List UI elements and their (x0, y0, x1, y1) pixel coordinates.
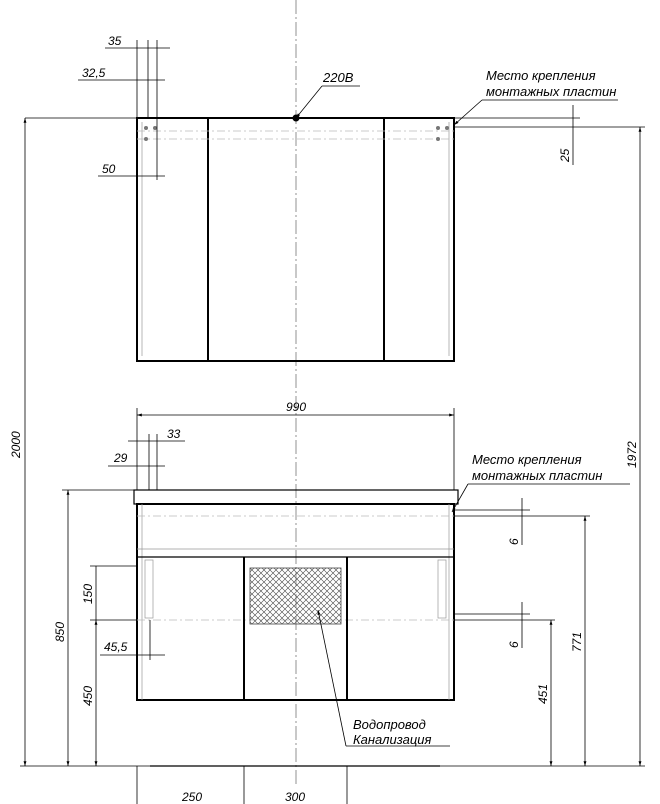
dim-150-label: 150 (81, 584, 95, 604)
mount-point-icon (445, 126, 449, 130)
dim-850-label: 850 (53, 622, 67, 642)
dim-451-label: 451 (536, 684, 550, 704)
dim-2000-label: 2000 (9, 431, 23, 459)
dim-1972-label: 1972 (625, 441, 639, 468)
mount-point-icon (153, 126, 157, 130)
upper-cabinet (136, 114, 455, 362)
mount-point-icon (436, 126, 440, 130)
upper-cabinet-body (136, 117, 455, 362)
mount-point-icon (144, 137, 148, 141)
dim-6-top-label: 6 (507, 538, 521, 545)
upper-mount-note-line1: Место крепления (486, 68, 596, 83)
dim-771-label: 771 (570, 632, 584, 652)
dim-29-label: 29 (113, 451, 128, 465)
utilities-label-line1: Водопровод (353, 717, 426, 732)
utilities-label-line2: Канализация (353, 732, 431, 747)
dim-450-label: 450 (81, 686, 95, 706)
bottom-dim-left-label: 250 (181, 790, 202, 804)
lower-cabinet (133, 489, 459, 701)
dim-25-label: 25 (558, 148, 572, 163)
dim-32-5-label: 32,5 (82, 66, 106, 80)
upper-mount-callout: Место крепления монтажных пластин (453, 68, 618, 126)
dim-1972: 1972 (625, 127, 642, 766)
lower-mount-callout: Место крепления монтажных пластин (451, 452, 630, 513)
dim-6-bottom-label: 6 (507, 641, 521, 648)
upper-left-dims: 35 32,5 50 (78, 34, 170, 180)
lower-right-dims: 6 6 771 451 (454, 498, 590, 766)
lower-left-vertical-dims: 850 450 150 45,5 (53, 489, 165, 766)
power-label: 220В (322, 70, 354, 85)
dim-45-5-label: 45,5 (104, 640, 128, 654)
mount-point-icon (144, 126, 148, 130)
mount-point-icon (436, 137, 440, 141)
bottom-dim-right-label: 300 (285, 790, 305, 804)
dim-990: 990 (136, 400, 455, 490)
dim-33-label: 33 (167, 427, 181, 441)
dim-35-label: 35 (108, 34, 122, 48)
power-callout: 220В (295, 70, 360, 119)
dim-25: 25 (454, 105, 645, 165)
lower-mount-note-line2: монтажных пластин (472, 468, 602, 483)
utilities-hatch (249, 567, 342, 625)
dim-990-label: 990 (286, 400, 306, 414)
utilities-callout: Водопровод Канализация (317, 609, 450, 747)
lower-left-dims: 33 29 (108, 427, 185, 490)
bottom-dims: 250 300 (136, 765, 440, 804)
lower-mount-note-line1: Место крепления (472, 452, 582, 467)
dim-2000: 2000 (9, 117, 137, 766)
upper-mount-note-line2: монтажных пластин (486, 84, 616, 99)
dim-50-label: 50 (102, 162, 116, 176)
